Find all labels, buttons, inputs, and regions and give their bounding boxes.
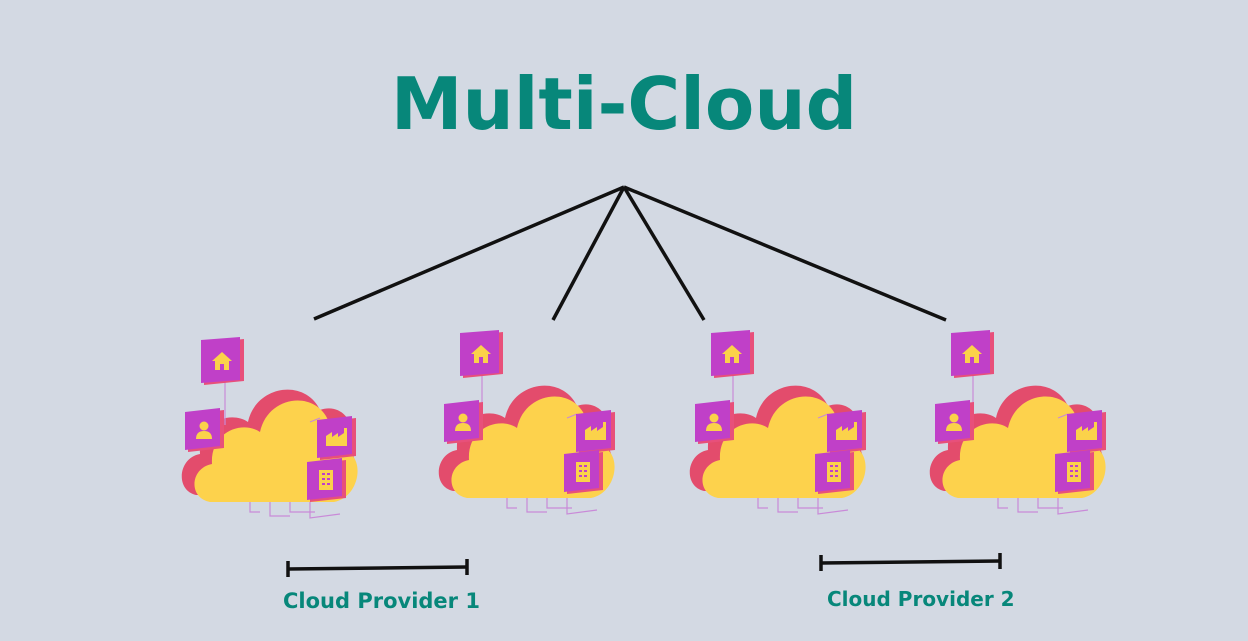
- circuit-traces: [189, 380, 341, 519]
- factory-icon: [576, 410, 615, 454]
- connector-lines: [313, 185, 947, 322]
- factory-icon: [827, 410, 866, 454]
- server-icon: [564, 450, 603, 494]
- home-icon: [460, 330, 503, 378]
- cloud-node-3: [689, 330, 866, 515]
- provider-1-bracket: [286, 559, 469, 577]
- server-icon: [1055, 450, 1094, 494]
- user-icon: [185, 408, 224, 452]
- home-icon: [711, 330, 754, 378]
- connector-line-2: [551, 186, 626, 321]
- connector-line-4: [623, 185, 947, 322]
- cloud-node-2: [438, 330, 615, 515]
- user-icon: [444, 400, 483, 444]
- cloud-node-1: [181, 337, 358, 519]
- user-icon: [695, 400, 734, 444]
- server-icon: [307, 458, 346, 502]
- provider-2-bracket: [819, 553, 1002, 571]
- factory-icon: [1067, 410, 1106, 454]
- diagram-title: Multi-Cloud: [390, 62, 858, 146]
- factory-icon: [317, 416, 356, 460]
- home-icon: [201, 337, 244, 385]
- server-icon: [815, 450, 854, 494]
- provider-1-label: Cloud Provider 1: [283, 589, 480, 613]
- connector-line-3: [622, 186, 706, 321]
- provider-2-label: Cloud Provider 2: [827, 587, 1015, 611]
- user-icon: [935, 400, 974, 444]
- home-icon: [951, 330, 994, 378]
- connector-line-1: [313, 185, 625, 321]
- cloud-node-4: [929, 330, 1106, 515]
